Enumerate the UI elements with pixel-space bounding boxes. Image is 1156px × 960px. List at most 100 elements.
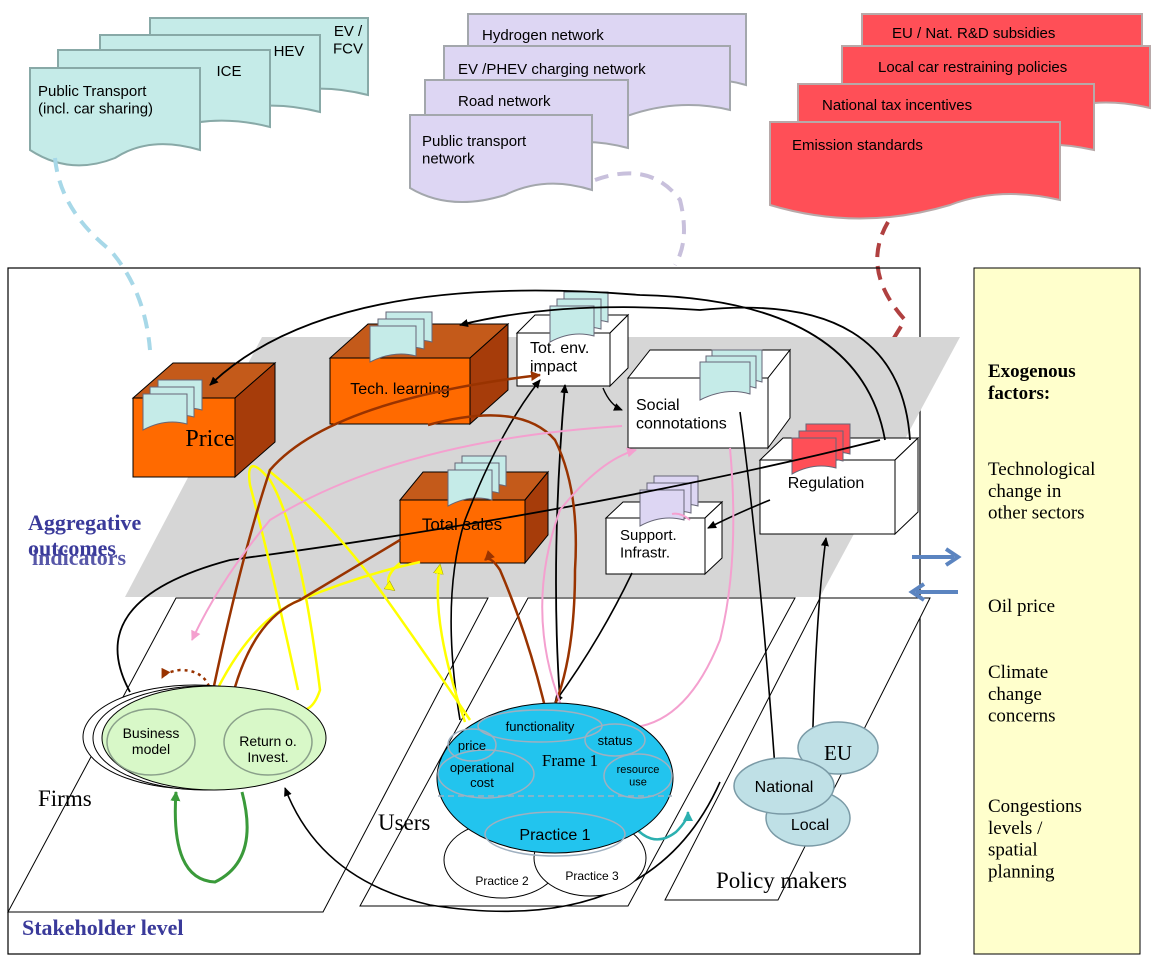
- tech-dashed-connector: [53, 157, 152, 351]
- green-firms-loop: [170, 791, 249, 884]
- doc-shape: [769, 121, 1061, 220]
- practice1-oval: [484, 811, 626, 857]
- brown-tech-arc: [427, 414, 578, 713]
- resource-use-oval: [603, 753, 673, 799]
- policy-doc-stack: EU / Nat. R&D subsidies Local car restra…: [769, 13, 1151, 220]
- doc-shape: [29, 67, 201, 167]
- brown-users-to-sales: [484, 550, 550, 721]
- tech-doc-public-transport: Public Transport(incl. car sharing): [38, 83, 153, 117]
- mini-doc-support: [639, 475, 699, 527]
- firms-oval: [101, 685, 327, 791]
- users-label: Users: [378, 810, 430, 835]
- pink-social-to-users: [607, 447, 735, 729]
- black-users-to-env: [555, 384, 569, 701]
- black-social-to-policy: [739, 411, 779, 769]
- functionality-label: functionality: [506, 719, 575, 734]
- return-on-investment-oval: [223, 708, 313, 776]
- teal-users-to-policy: [626, 811, 693, 841]
- regulation-label: Regulation: [788, 475, 865, 492]
- status-oval: [584, 723, 646, 757]
- yellow-sales-down: [388, 562, 401, 592]
- support-infra-label: Support.Infrastr.: [620, 527, 677, 561]
- business-model-oval: [106, 708, 196, 776]
- return-label: Return o.Invest.: [239, 733, 297, 765]
- users-frame-oval: [436, 702, 674, 854]
- technology-doc-stack: EV /FCV HEV ICE Public Transport(incl. c…: [29, 17, 369, 167]
- arrow-right-head: [944, 547, 962, 567]
- eu-oval: [797, 721, 879, 775]
- tech-doc-ice: ICE: [216, 63, 241, 80]
- price-label: Price: [185, 426, 234, 452]
- black-loop-tech: [459, 306, 911, 441]
- eu-label: EU: [824, 741, 852, 765]
- mini-doc-price: [142, 379, 203, 431]
- infra-doc-road: Road network: [458, 93, 551, 110]
- national-oval: [733, 757, 835, 815]
- doc-shape: [409, 114, 593, 203]
- brown-firms-to-env: [208, 371, 541, 706]
- black-infra-to-users: [554, 572, 633, 703]
- brown-return-to-sales: [228, 538, 401, 707]
- env-impact-box: Tot. env.impact: [515, 313, 630, 388]
- firms-label: Firms: [38, 786, 92, 811]
- aggregative-overlay-label: indicators: [32, 545, 127, 570]
- practice3-label: Practice 3: [565, 869, 619, 883]
- frame-label: Frame 1: [542, 751, 598, 770]
- infra-doc-hydrogen: Hydrogen network: [482, 27, 604, 44]
- black-reg-to-infra: [707, 499, 771, 529]
- yellow-users-to-sales: [438, 565, 467, 723]
- black-loop-firms: [116, 439, 881, 693]
- policy-doc-emission: Emission standards: [792, 137, 923, 154]
- yellow-price-loop: [247, 465, 322, 712]
- tech-doc-ev: EV /FCV: [333, 23, 363, 57]
- mini-doc-tech: [369, 311, 433, 363]
- yellow-price-to-sales: [267, 469, 472, 721]
- national-label: National: [755, 779, 814, 796]
- mini-doc-social: [699, 349, 763, 401]
- status-label: status: [598, 733, 633, 748]
- infrastructure-doc-stack: Hydrogen network EV /PHEV charging netwo…: [409, 13, 747, 203]
- pink-users-to-social: [541, 447, 637, 727]
- support-infra-box: Support.Infrastr.: [604, 500, 724, 576]
- black-env-to-social: [602, 387, 623, 411]
- infra-dashed-connector: [594, 171, 686, 267]
- tech-learning-label: Tech. learning: [350, 381, 450, 398]
- policy-doc-tax: National tax incentives: [822, 97, 972, 114]
- operational-cost-oval: [437, 749, 535, 799]
- exogenous-panel: [973, 267, 1141, 955]
- price-oval: [447, 728, 497, 762]
- policy-dashed-connector: [868, 220, 908, 383]
- policy-makers-label: Policy makers: [716, 868, 847, 893]
- price-small-label: price: [458, 738, 486, 753]
- local-label: Local: [791, 817, 829, 834]
- pink-social-to-firms: [191, 425, 623, 641]
- mini-doc-sales: [447, 455, 507, 507]
- black-policy-to-firms: [284, 781, 721, 913]
- stakeholder-level-label: Stakeholder level: [22, 915, 184, 940]
- practice1-label: Practice 1: [519, 827, 590, 844]
- policy-doc-rnd: EU / Nat. R&D subsidies: [892, 25, 1055, 42]
- exogenous-item-oil: Oil price: [988, 596, 1055, 617]
- arrow-left-head: [908, 582, 926, 602]
- practice2-label: Practice 2: [475, 874, 529, 888]
- pink-social-to-infra: [671, 512, 691, 521]
- env-impact-label: Tot. env.impact: [530, 340, 589, 375]
- tech-doc-hev: HEV: [274, 43, 305, 60]
- policy-doc-local: Local car restraining policies: [878, 59, 1067, 76]
- infra-doc-charging: EV /PHEV charging network: [458, 61, 646, 78]
- exchange-arrows: [908, 547, 962, 602]
- black-loop-price: [209, 289, 886, 441]
